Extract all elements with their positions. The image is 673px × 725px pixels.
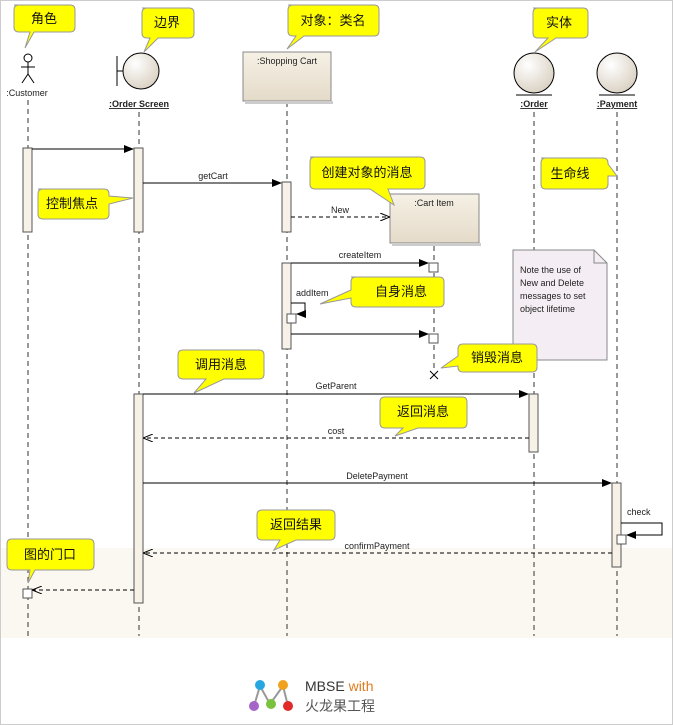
self-activation-check xyxy=(616,534,627,545)
object-cart-item xyxy=(389,193,480,244)
callout-return-result xyxy=(256,509,336,552)
callout-focus-text: 控制焦点 xyxy=(46,197,98,212)
brand-title-main: MBSE xyxy=(305,678,345,694)
label-cart-item: :Cart Item xyxy=(414,198,454,208)
activation-cart-item-2 xyxy=(428,333,439,344)
callout-destroy-message-text: 销毁消息 xyxy=(471,350,523,366)
entity-order xyxy=(513,52,555,96)
callout-actor xyxy=(13,4,76,49)
callout-gate xyxy=(6,538,95,584)
label-getparent: GetParent xyxy=(315,381,357,391)
brand-logo-icon xyxy=(249,680,293,711)
activation-order-screen-2 xyxy=(133,393,144,604)
label-new: New xyxy=(331,205,350,215)
actor-customer xyxy=(21,53,35,84)
activation-shopping-cart-1 xyxy=(281,181,292,233)
label-check: check xyxy=(627,507,651,517)
self-activation-additem xyxy=(286,313,297,324)
callout-actor-text: 角色 xyxy=(31,11,57,27)
callout-focus xyxy=(37,188,134,220)
callout-create-message-text: 创建对象的消息 xyxy=(321,165,412,181)
label-createitem: createItem xyxy=(339,250,382,260)
boundary-order-screen xyxy=(116,52,160,90)
label-getcart: getCart xyxy=(198,171,228,181)
activation-order-screen-1 xyxy=(133,147,144,233)
label-order-screen: :Order Screen xyxy=(109,99,169,109)
gate-box xyxy=(22,588,33,599)
callout-object-class-text: 对象：类名 xyxy=(300,13,365,29)
note-line-3: messages to set xyxy=(520,291,586,301)
callout-return-message xyxy=(379,396,468,437)
note-line-2: New and Delete xyxy=(520,278,584,288)
destroy-marker xyxy=(429,370,439,380)
callout-gate-text: 图的门口 xyxy=(24,547,76,563)
brand-subtitle: 火龙果工程 xyxy=(305,699,375,715)
callout-call-message-text: 调用消息 xyxy=(195,357,247,373)
callout-return-result-text: 返回结果 xyxy=(270,518,322,533)
callout-create-message xyxy=(309,156,426,207)
callout-boundary xyxy=(141,7,195,53)
callout-self-message xyxy=(319,276,445,308)
callout-return-message-text: 返回消息 xyxy=(397,404,449,420)
label-confirmpayment: confirmPayment xyxy=(344,541,410,551)
activation-shopping-cart-2 xyxy=(281,262,292,350)
callout-lifeline-text: 生命线 xyxy=(550,166,589,182)
callout-self-message-text: 自身消息 xyxy=(375,284,427,300)
callout-destroy-message xyxy=(440,343,538,373)
callout-entity-text: 实体 xyxy=(546,16,572,31)
callout-lifeline xyxy=(540,157,618,190)
note-line-1: Note the use of xyxy=(520,265,582,275)
note-lifetime xyxy=(512,249,608,361)
object-shadow xyxy=(245,101,333,104)
object-shadow xyxy=(392,243,481,246)
message-check xyxy=(621,522,663,539)
bottom-shade xyxy=(1,548,672,638)
activation-order xyxy=(528,393,539,453)
activation-cart-item-1 xyxy=(428,262,439,273)
callout-call-message xyxy=(177,349,265,394)
label-order: :Order xyxy=(520,99,548,109)
label-additem: addItem xyxy=(296,288,329,298)
activation-payment xyxy=(611,482,622,568)
message-additem xyxy=(291,302,306,318)
callout-entity xyxy=(532,7,589,53)
label-customer: :Customer xyxy=(6,88,48,98)
brand-title-with: with xyxy=(345,678,374,694)
label-cost: cost xyxy=(328,426,345,436)
label-deletepayment: DeletePayment xyxy=(346,471,408,481)
entity-payment xyxy=(596,52,638,96)
callout-boundary-text: 边界 xyxy=(154,16,180,31)
brand-title: MBSE with xyxy=(305,678,373,694)
object-shopping-cart xyxy=(242,51,332,102)
activation-customer xyxy=(22,147,33,233)
note-line-4: object lifetime xyxy=(520,304,575,314)
label-payment: :Payment xyxy=(597,99,638,109)
label-shopping-cart: :Shopping Cart xyxy=(257,56,318,66)
callout-object-class xyxy=(286,4,380,50)
